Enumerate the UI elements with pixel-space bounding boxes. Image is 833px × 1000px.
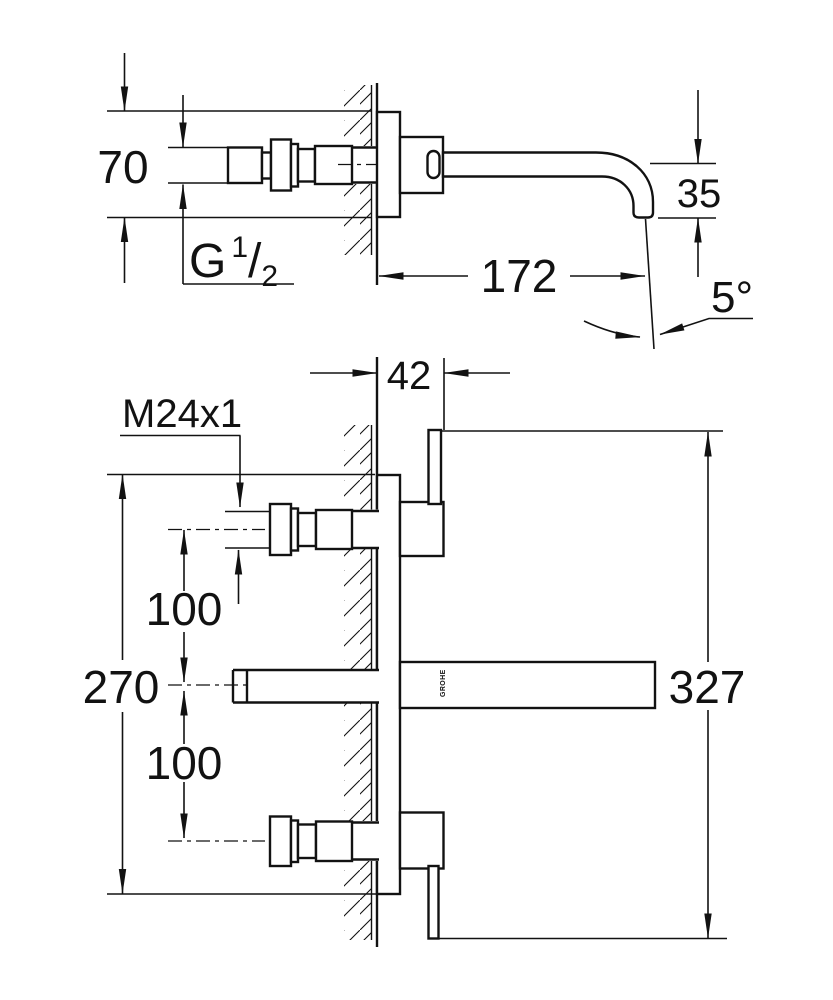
handle-lever xyxy=(427,864,440,940)
angle-label: 5° xyxy=(711,273,753,322)
fitting-flange xyxy=(269,138,293,192)
handle-hub xyxy=(398,811,445,870)
dimension-35: 35 xyxy=(650,90,721,277)
logo-window xyxy=(426,149,441,180)
valve-block xyxy=(314,508,354,551)
valve-block xyxy=(296,823,318,860)
fitting-block xyxy=(296,147,317,183)
angle-leader-arrow xyxy=(659,317,753,336)
spout-front xyxy=(398,660,657,710)
valve-wall-pass xyxy=(352,821,379,861)
dimension-327: 327 xyxy=(438,430,746,940)
valve-wall-pass-edges xyxy=(352,509,379,550)
thread-section xyxy=(226,146,264,185)
lower-valve xyxy=(168,811,445,940)
thread-slash: / xyxy=(248,235,262,288)
dimension-m24: M24x1 xyxy=(120,392,244,604)
valve-wall-pass xyxy=(352,509,379,549)
upper-valve xyxy=(168,428,445,558)
dim-100-upper-label: 100 xyxy=(146,583,223,635)
dimension-172: 172 xyxy=(378,250,646,302)
dimension-100-lower: 100 xyxy=(146,690,223,839)
dim-172-label: 172 xyxy=(481,250,558,302)
angle-arc-arrow xyxy=(583,320,641,339)
dimension-70: 70 xyxy=(97,53,372,283)
brand-mark: GROHE xyxy=(440,669,447,697)
thread-prefix: G xyxy=(189,235,226,288)
dimension-270: 270 xyxy=(83,473,400,895)
dim-42-label: 42 xyxy=(387,354,432,398)
thread-size-label-m24: M24x1 xyxy=(122,392,242,436)
valve-block xyxy=(314,820,354,863)
valve-wall-pass-edges xyxy=(352,821,379,861)
valve-block xyxy=(296,511,318,548)
escutcheon-plate xyxy=(375,473,402,896)
dimension-angle: 5° xyxy=(583,273,753,339)
water-stream-line xyxy=(644,218,655,350)
fitting-neck xyxy=(260,151,273,180)
thread-numerator: 1 xyxy=(231,231,248,264)
dim-100-lower-label: 100 xyxy=(146,737,223,789)
dimension-100-upper: 100 xyxy=(146,529,223,683)
spout-wall-pass xyxy=(233,670,379,703)
dim-35-label: 35 xyxy=(677,172,722,216)
dim-70-label: 70 xyxy=(97,141,148,193)
escutcheon-plate xyxy=(375,110,402,219)
fitting-wall-pass-edges xyxy=(352,146,379,184)
spout-side xyxy=(375,110,655,350)
middle-spout: GROHE xyxy=(168,660,657,710)
valve-flange xyxy=(268,815,293,868)
handle-lever xyxy=(427,428,443,506)
valve-flange xyxy=(268,502,293,557)
spout-supply-edges xyxy=(231,668,379,704)
bottom-view: GROHE 42 M24x1 xyxy=(83,354,746,947)
dim-327-label: 327 xyxy=(669,661,746,713)
inlet-fitting xyxy=(168,138,417,192)
thread-denominator: 2 xyxy=(261,260,278,293)
spout-tube xyxy=(441,151,655,219)
dim-270-label: 270 xyxy=(83,661,160,713)
dimension-42: 42 xyxy=(310,354,510,430)
handle-hub xyxy=(398,500,445,558)
